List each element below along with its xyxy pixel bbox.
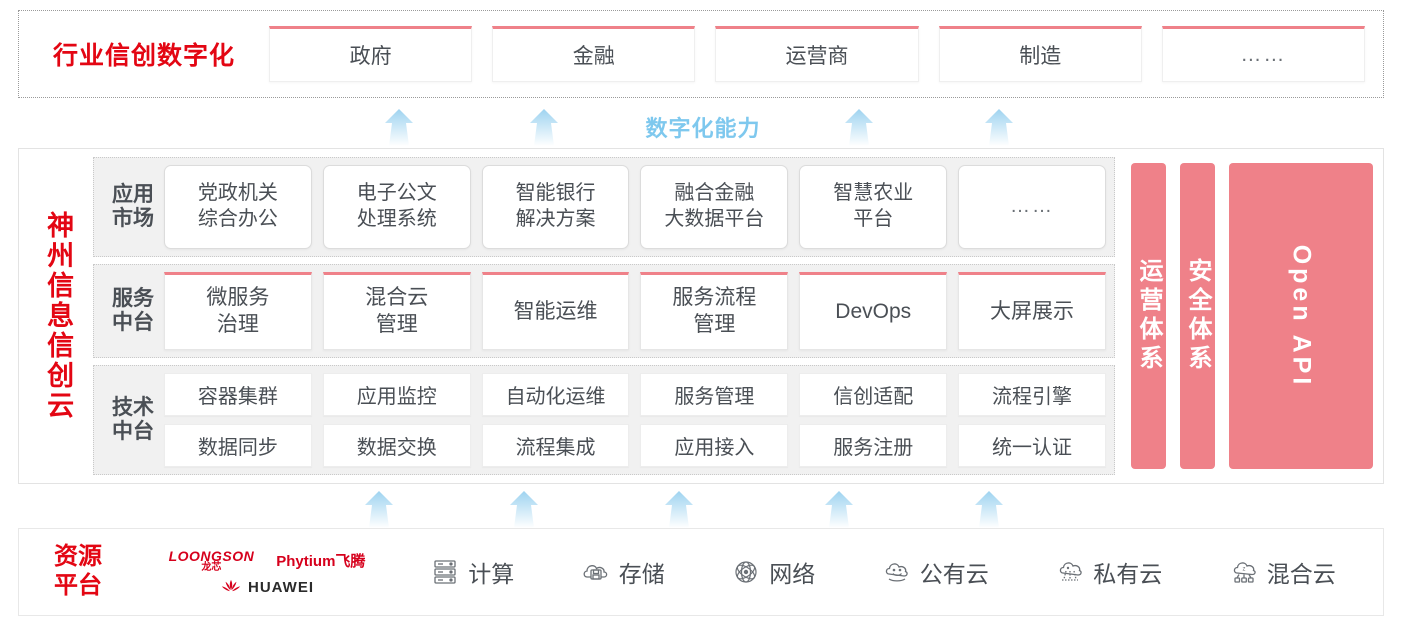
private-cloud-icon <box>1055 557 1085 587</box>
up-arrow-icon <box>838 108 880 146</box>
tech-card-application-monitoring[interactable]: 应用监控 <box>322 373 471 416</box>
industry-card-list: 政府 金融 运营商 制造 …… <box>269 26 1383 82</box>
layer-label-application-market: 应用 市场 <box>112 182 154 230</box>
vendor-logo-row: LOONGSON 龙芯 Phytium飞腾 <box>169 549 366 573</box>
tech-card-automated-ops[interactable]: 自动化运维 <box>481 373 630 416</box>
resource-item-label: 网络 <box>769 561 816 587</box>
layer-label-technology-platform: 技术 中台 <box>112 395 154 443</box>
tech-card-service-management[interactable]: 服务管理 <box>640 373 789 416</box>
tech-card-application-access[interactable]: 应用接入 <box>640 424 789 467</box>
app-card-smart-bank[interactable]: 智能银行 解决方案 <box>481 165 630 249</box>
up-arrow-icon <box>818 490 860 528</box>
technology-card-row: 容器集群 应用监控 自动化运维 服务管理 信创适配 流程引擎 <box>164 373 1106 416</box>
resource-platform-band: 资源 平台 LOONGSON 龙芯 Phytium飞腾 <box>18 528 1384 616</box>
resource-item-storage[interactable]: 存储 <box>581 555 665 589</box>
resource-item-label: 存储 <box>618 561 665 587</box>
up-arrow-icon <box>523 108 565 146</box>
app-card-finance-bigdata[interactable]: 融合金融 大数据平台 <box>640 165 789 249</box>
layer-technology-platform: 技术 中台 容器集群 应用监控 自动化运维 服务管理 信创适配 流程引擎 数据同… <box>93 365 1115 475</box>
resource-platform-title: 资源 平台 <box>54 543 102 599</box>
service-card-microservice-governance[interactable]: 微服务 治理 <box>164 272 312 350</box>
loongson-logo: LOONGSON 龙芯 <box>168 547 255 573</box>
pillar-label-operations: 运营体系 <box>1135 258 1162 374</box>
svg-text:z: z <box>1242 567 1245 573</box>
layer-application-market: 应用 市场 党政机关 综合办公 电子公文 处理系统 智能银行 解决方案 融合金融… <box>93 157 1115 257</box>
industry-card-manufacturing[interactable]: 制造 <box>938 26 1142 82</box>
tech-card-unified-auth[interactable]: 统一认证 <box>958 424 1106 467</box>
up-arrow-icon <box>658 490 700 528</box>
tech-card-data-exchange[interactable]: 数据交换 <box>322 424 471 467</box>
layer-label-service-platform: 服务 中台 <box>112 286 154 334</box>
tech-card-data-sync[interactable]: 数据同步 <box>164 424 312 467</box>
app-card-smart-agriculture[interactable]: 智慧农业 平台 <box>799 165 948 249</box>
industry-card-operator[interactable]: 运营商 <box>715 26 919 82</box>
cloud-platform-title-text: 神州信息信创云 <box>43 211 74 421</box>
technology-card-row: 数据同步 数据交换 流程集成 应用接入 服务注册 统一认证 <box>164 424 1106 467</box>
up-arrow-icon <box>968 490 1010 528</box>
industry-title: 行业信创数字化 <box>52 42 235 70</box>
resource-item-label: 私有云 <box>1093 561 1163 587</box>
tech-card-process-integration[interactable]: 流程集成 <box>481 424 630 467</box>
up-arrow-icon <box>358 490 400 528</box>
server-icon <box>430 557 460 587</box>
layer-service-platform: 服务 中台 微服务 治理 混合云 管理 智能运维 服务流程 管理 DevOps … <box>93 264 1115 358</box>
resource-item-network[interactable]: 网络 <box>731 555 815 589</box>
industry-band: 行业信创数字化 政府 金融 运营商 制造 …… <box>18 10 1384 98</box>
technology-card-grid: 容器集群 应用监控 自动化运维 服务管理 信创适配 流程引擎 数据同步 数据交换… <box>164 373 1106 467</box>
huawei-flower-icon <box>220 579 242 595</box>
app-card-government-office[interactable]: 党政机关 综合办公 <box>164 165 312 249</box>
service-card-hybrid-cloud-management[interactable]: 混合云 管理 <box>322 272 471 350</box>
resource-arrow-band-lower <box>18 486 1384 528</box>
up-arrow-icon <box>978 108 1020 146</box>
application-card-list: 党政机关 综合办公 电子公文 处理系统 智能银行 解决方案 融合金融 大数据平台… <box>164 165 1106 249</box>
cloud-layers: 应用 市场 党政机关 综合办公 电子公文 处理系统 智能银行 解决方案 融合金融… <box>93 149 1125 483</box>
pillar-label-open-api: Open API <box>1287 244 1316 388</box>
app-card-e-document[interactable]: 电子公文 处理系统 <box>322 165 471 249</box>
phytium-logo: Phytium飞腾 <box>276 553 366 570</box>
cloud-storage-icon <box>581 557 611 587</box>
pillar-security-system[interactable]: 安全体系 <box>1180 163 1215 469</box>
resource-item-private-cloud[interactable]: 私有云 <box>1055 555 1162 589</box>
tech-card-service-registry[interactable]: 服务注册 <box>799 424 948 467</box>
pillar-operations-system[interactable]: 运营体系 <box>1131 163 1166 469</box>
network-mesh-icon <box>731 557 761 587</box>
hybrid-cloud-icon: z <box>1229 557 1259 587</box>
resource-item-label: 混合云 <box>1266 561 1336 587</box>
tech-card-container-cluster[interactable]: 容器集群 <box>164 373 312 416</box>
cloud-platform-title: 神州信息信创云 <box>19 149 93 483</box>
up-arrow-icon <box>378 108 420 146</box>
up-arrow-icon <box>503 490 545 528</box>
service-card-service-process-management[interactable]: 服务流程 管理 <box>640 272 789 350</box>
cross-cutting-pillars: 运营体系 安全体系 Open API <box>1125 149 1383 483</box>
resource-item-compute[interactable]: 计算 <box>430 555 514 589</box>
resource-item-hybrid-cloud[interactable]: z 混合云 <box>1229 555 1336 589</box>
resource-item-label: 计算 <box>468 561 515 587</box>
app-card-more[interactable]: …… <box>958 165 1106 249</box>
industry-card-finance[interactable]: 金融 <box>492 26 696 82</box>
service-card-devops[interactable]: DevOps <box>799 272 948 350</box>
huawei-logo: HUAWEI <box>220 579 314 596</box>
resource-item-label: 公有云 <box>919 561 989 587</box>
capability-arrow-band-upper: 数字化能力 <box>18 104 1384 146</box>
industry-card-government[interactable]: 政府 <box>269 26 473 82</box>
tech-card-xinchuang-adaptation[interactable]: 信创适配 <box>799 373 948 416</box>
resource-item-public-cloud[interactable]: 公有云 <box>882 555 989 589</box>
pillar-open-api[interactable]: Open API <box>1229 163 1373 469</box>
public-cloud-icon <box>882 557 912 587</box>
capability-label: 数字化能力 <box>645 116 761 141</box>
service-card-dashboard[interactable]: 大屏展示 <box>958 272 1106 350</box>
service-card-smart-ops[interactable]: 智能运维 <box>481 272 630 350</box>
tech-card-process-engine[interactable]: 流程引擎 <box>958 373 1106 416</box>
industry-card-more[interactable]: …… <box>1161 26 1366 82</box>
resource-item-list: 计算 存储 <box>397 555 1383 589</box>
huawei-wordmark: HUAWEI <box>248 578 314 596</box>
service-card-list: 微服务 治理 混合云 管理 智能运维 服务流程 管理 DevOps 大屏展示 <box>164 272 1106 350</box>
cloud-platform-box: 神州信息信创云 应用 市场 党政机关 综合办公 电子公文 处理系统 智能银行 解… <box>18 148 1384 484</box>
vendor-logo-group: LOONGSON 龙芯 Phytium飞腾 HUAWEI <box>137 549 397 596</box>
pillar-label-security: 安全体系 <box>1184 258 1211 374</box>
